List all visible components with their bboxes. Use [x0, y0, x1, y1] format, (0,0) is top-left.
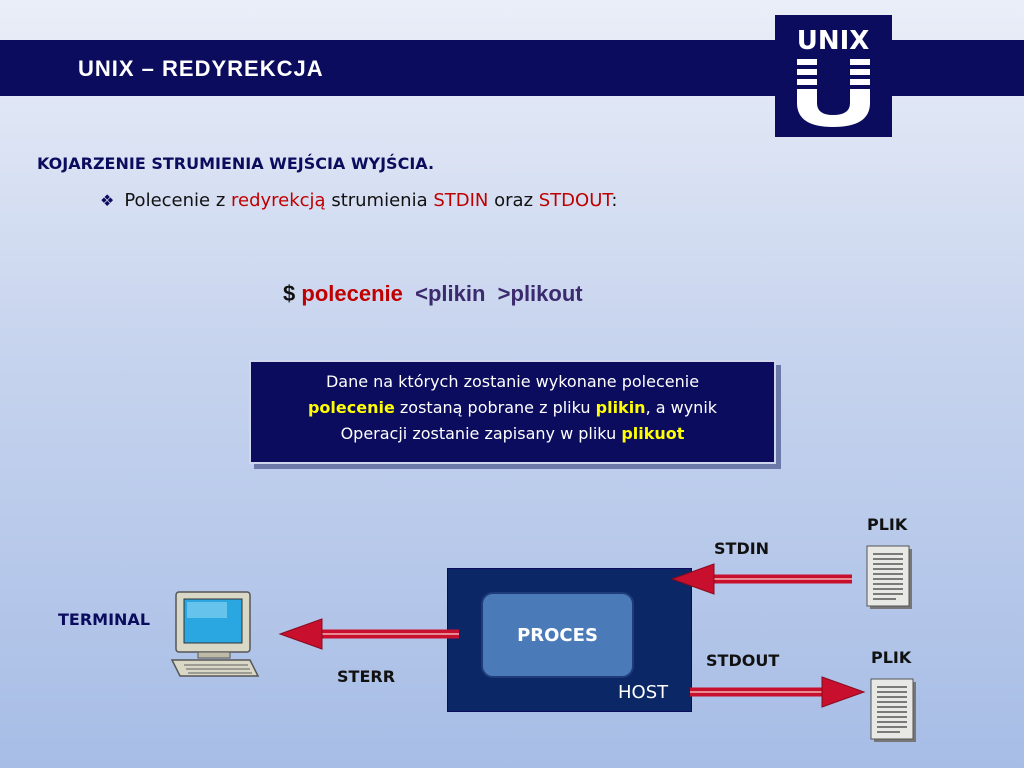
sterr-label: STERR [337, 667, 396, 686]
bullet-keyword-redirect: redyrekcją [231, 190, 326, 211]
command-line: $ polecenie <plikin >plikout [283, 281, 583, 307]
proces-label: PROCES [517, 624, 598, 646]
file-in-label: PLIK [867, 515, 908, 534]
bullet-keyword-stdout: STDOUT [538, 190, 612, 211]
command-infile: plikin [427, 281, 486, 306]
info-highlight-polecenie: polecenie [307, 398, 395, 417]
proces-box: PROCES [481, 592, 634, 678]
info-text-line3: Operacji zostanie zapisany w pliku [340, 424, 622, 443]
info-text-mid1: zostaną pobrane z pliku [394, 398, 596, 417]
stdin-label: STDIN [714, 539, 770, 558]
sterr-arrow [278, 618, 459, 650]
diamond-bullet-icon: ❖ [100, 191, 115, 210]
bullet-keyword-stdin: STDIN [433, 190, 489, 211]
stdout-arrow [690, 676, 866, 708]
bullet-text-3: oraz [488, 190, 539, 211]
file-out-document-icon [870, 678, 918, 748]
info-text-mid2: , a wynik [645, 398, 718, 417]
logo-text: UNIX [797, 26, 870, 56]
terminal-label: TERMINAL [58, 610, 151, 629]
command-name: polecenie [301, 281, 403, 306]
info-line-3: Operacji zostanie zapisany w pliku pliku… [251, 421, 774, 447]
info-line-1: Dane na których zostanie wykonane polece… [325, 372, 700, 391]
computer-terminal-icon [170, 590, 262, 684]
command-lt: < [415, 281, 428, 306]
file-out-label: PLIK [871, 648, 912, 667]
bullet-text-4: : [611, 190, 618, 211]
file-in-document-icon [866, 545, 914, 615]
bullet-text-2: strumienia [325, 190, 434, 211]
section-heading: KOJARZENIE STRUMIENIA WEJŚCIA WYJŚCIA. [37, 154, 435, 173]
info-line-2: polecenie zostaną pobrane z pliku plikin… [251, 395, 774, 421]
info-highlight-plikuot: plikuot [621, 424, 685, 443]
unix-logo: UNIX [775, 15, 892, 137]
command-gt: > [497, 281, 511, 306]
stdout-label: STDOUT [706, 651, 780, 670]
bullet-text-1: Polecenie z [124, 190, 231, 211]
stdin-arrow [670, 563, 852, 595]
slide-title: UNIX – REDYREKCJA [78, 56, 324, 81]
bullet-line: ❖ Polecenie z redyrekcją strumienia STDIN… [100, 190, 617, 211]
command-outfile: plikout [510, 281, 583, 306]
host-label: HOST [618, 682, 669, 703]
info-highlight-plikin: plikin [595, 398, 646, 417]
info-box: Dane na których zostanie wykonane polece… [249, 360, 776, 464]
command-dollar: $ [283, 281, 296, 306]
